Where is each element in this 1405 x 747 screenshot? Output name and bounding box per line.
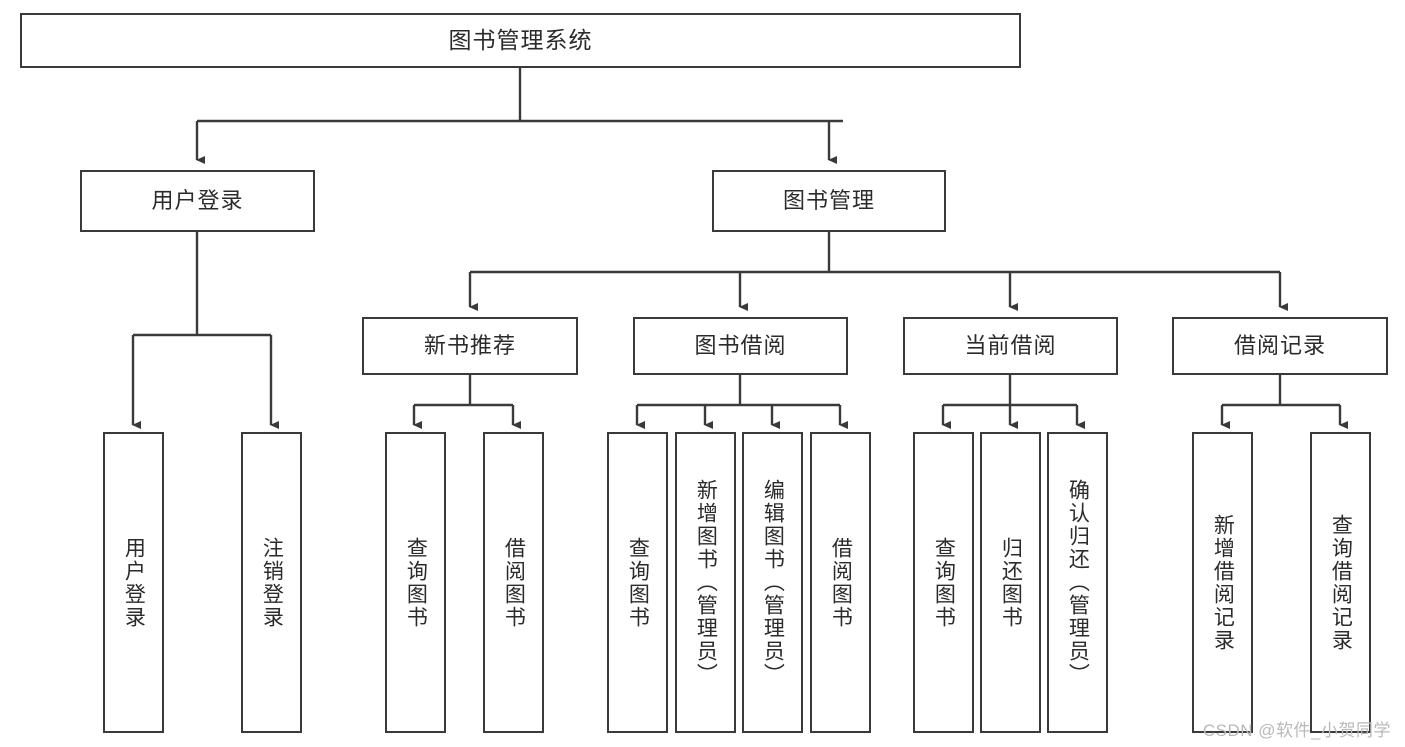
node-label: 查询图书 (932, 536, 956, 629)
node-label: 用户登录 (122, 536, 146, 629)
leaf-borrow-book-recommend[interactable]: 借阅图书 (483, 432, 544, 733)
node-label: 用户登录 (151, 187, 244, 213)
node-label: 图书管理系统 (448, 26, 593, 53)
node-current-borrow[interactable]: 当前借阅 (903, 317, 1118, 375)
node-label: 查询图书 (626, 536, 650, 629)
node-label: 查询借阅记录 (1329, 513, 1353, 652)
node-borrow-record[interactable]: 借阅记录 (1172, 317, 1388, 375)
leaf-query-book-borrow[interactable]: 查询图书 (607, 432, 668, 733)
node-book-management[interactable]: 图书管理 (712, 170, 946, 232)
node-user-login[interactable]: 用户登录 (80, 170, 315, 232)
node-label: 查询图书 (404, 536, 428, 629)
leaf-query-book-current[interactable]: 查询图书 (913, 432, 974, 733)
leaf-logout[interactable]: 注销登录 (241, 432, 302, 733)
watermark-text: CSDN @软件_小贺同学 (1202, 721, 1391, 740)
node-label: 借阅图书 (829, 536, 853, 629)
node-label: 图书借阅 (694, 332, 787, 358)
node-label: 新书推荐 (423, 332, 516, 358)
node-label: 编辑图书（管理员） (761, 479, 785, 686)
node-label: 当前借阅 (964, 332, 1057, 358)
leaf-add-book-admin[interactable]: 新增图书（管理员） (675, 432, 736, 733)
node-root-system[interactable]: 图书管理系统 (20, 13, 1021, 68)
node-label: 图书管理 (782, 187, 875, 213)
leaf-edit-book-admin[interactable]: 编辑图书（管理员） (742, 432, 803, 733)
leaf-borrow-book[interactable]: 借阅图书 (810, 432, 871, 733)
node-label: 借阅记录 (1233, 332, 1326, 358)
node-new-book-recommend[interactable]: 新书推荐 (362, 317, 578, 375)
node-label: 新增图书（管理员） (694, 479, 718, 686)
leaf-add-borrow-record[interactable]: 新增借阅记录 (1192, 432, 1253, 733)
node-book-borrow[interactable]: 图书借阅 (633, 317, 848, 375)
node-label: 注销登录 (260, 536, 284, 629)
node-label: 归还图书 (999, 536, 1023, 629)
node-label: 借阅图书 (502, 536, 526, 629)
leaf-query-borrow-record[interactable]: 查询借阅记录 (1310, 432, 1371, 733)
leaf-user-login[interactable]: 用户登录 (103, 432, 164, 733)
leaf-query-book-recommend[interactable]: 查询图书 (385, 432, 446, 733)
leaf-return-book[interactable]: 归还图书 (980, 432, 1041, 733)
leaf-confirm-return-admin[interactable]: 确认归还（管理员） (1047, 432, 1108, 733)
node-label: 新增借阅记录 (1211, 513, 1235, 652)
node-label: 确认归还（管理员） (1066, 479, 1090, 686)
